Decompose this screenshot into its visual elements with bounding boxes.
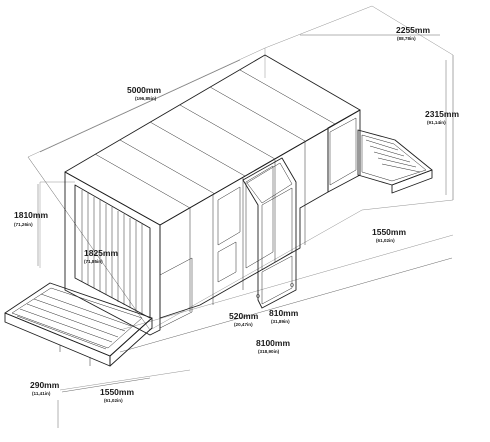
left-conveyor (4, 282, 153, 367)
dim-sub-conveyor-left: (61,02in) (104, 398, 123, 403)
dim-label-gap-520: 520mm (20,47in) (229, 311, 259, 327)
dim-main-total-length: 8100mm (256, 338, 290, 348)
dim-main-tunnel-length: 5000mm (127, 85, 161, 95)
dim-label-total-length: 8100mm (318,90in) (256, 338, 290, 354)
dim-main-gap-520: 520mm (229, 311, 259, 321)
dim-sub-tunnel-width: (71,85in) (84, 259, 103, 264)
dim-label-depth-top: 2255mm (88,78in) (396, 25, 430, 41)
dim-label-gap-810: 810mm (31,89in) (269, 308, 299, 324)
dim-main-tunnel-width: 1825mm (84, 248, 118, 258)
dim-sub-height: (91,14in) (427, 120, 446, 125)
tunnel-housing (64, 54, 361, 336)
dim-label-tunnel-width: 1825mm (71,85in) (84, 248, 118, 264)
dim-label-tunnel-length: 5000mm (196,85in) (127, 85, 161, 101)
dim-main-roller-height: 290mm (30, 380, 60, 390)
dim-sub-total-length: (318,90in) (258, 349, 280, 354)
dim-sub-gap-520: (20,47in) (234, 322, 253, 327)
dim-sub-conveyor-right: (61,02in) (376, 238, 395, 243)
dim-sub-tunnel-height: (71,26in) (14, 222, 33, 227)
dim-label-height: 2315mm (91,14in) (425, 109, 459, 125)
right-conveyor (357, 129, 433, 194)
dim-main-tunnel-height: 1810mm (14, 210, 48, 220)
dim-label-tunnel-height: 1810mm (71,26in) (14, 210, 48, 227)
dim-sub-roller-height: (11,41in) (32, 391, 51, 396)
dimension-lines (37, 34, 453, 428)
dimension-frames (27, 5, 454, 391)
dim-main-conveyor-left: 1550mm (100, 387, 134, 397)
dim-label-conveyor-left: 1550mm (61,02in) (100, 387, 134, 403)
dim-sub-depth-top: (88,78in) (397, 36, 416, 41)
dimension-labels: 2255mm (88,78in) 2315mm (91,14in) 5000mm… (14, 25, 459, 403)
dim-label-conveyor-right: 1550mm (61,02in) (372, 227, 406, 243)
dim-main-height: 2315mm (425, 109, 459, 119)
dim-label-roller-height: 290mm (11,41in) (30, 380, 60, 396)
dim-main-gap-810: 810mm (269, 308, 299, 318)
dim-main-conveyor-right: 1550mm (372, 227, 406, 237)
operator-console (242, 157, 297, 309)
dim-main-depth-top: 2255mm (396, 25, 430, 35)
dim-sub-gap-810: (31,89in) (271, 319, 290, 324)
dim-sub-tunnel-length: (196,85in) (135, 96, 157, 101)
